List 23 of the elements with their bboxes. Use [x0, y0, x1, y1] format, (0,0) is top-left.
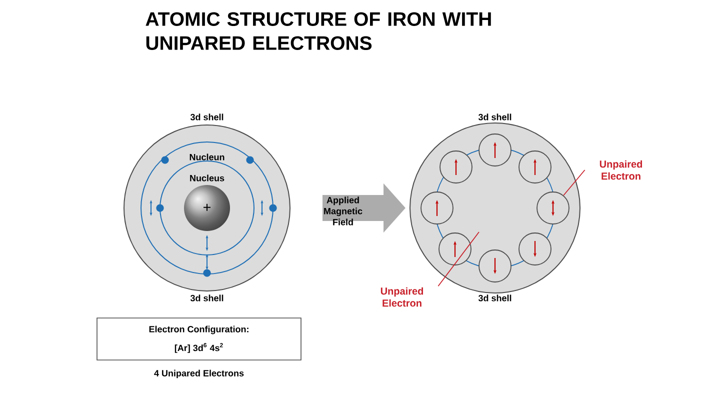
callout-label: Unpaired Electron — [600, 160, 642, 180]
shell-label: 3d shell — [190, 114, 224, 120]
electron-circle — [438, 232, 472, 266]
electron-circle — [478, 134, 512, 166]
leader-line — [438, 232, 480, 287]
title: ATOMIC STRUCTURE OF IRON WITH UNIPARED ELECTRONS — [146, 12, 491, 50]
orbit-label: Nucleun — [190, 154, 224, 160]
electron-circle — [478, 250, 512, 282]
electron-circle — [536, 192, 570, 224]
electron-circle — [440, 150, 472, 184]
nucleus-sphere: + — [204, 204, 210, 211]
leader-line — [563, 170, 586, 196]
configuration-box: Electron Configuration: [Ar] 3d$^{6}$ 4s$^{2}$ — [96, 318, 302, 360]
summary-label: 4 Unipared Electrons — [154, 370, 244, 378]
electron-circle — [518, 232, 552, 266]
shell-label: 3d shell — [190, 294, 224, 302]
shell-label: 3d shell — [478, 294, 512, 302]
electron-circle — [420, 192, 454, 224]
orbit-label: Nucleus — [190, 174, 224, 182]
shell-label: 3d shell — [478, 114, 512, 120]
arrow-label: Applied Magnetic Field — [324, 196, 362, 226]
electron-circle — [518, 150, 552, 184]
callout-label: Unpaired Electron — [380, 287, 424, 307]
